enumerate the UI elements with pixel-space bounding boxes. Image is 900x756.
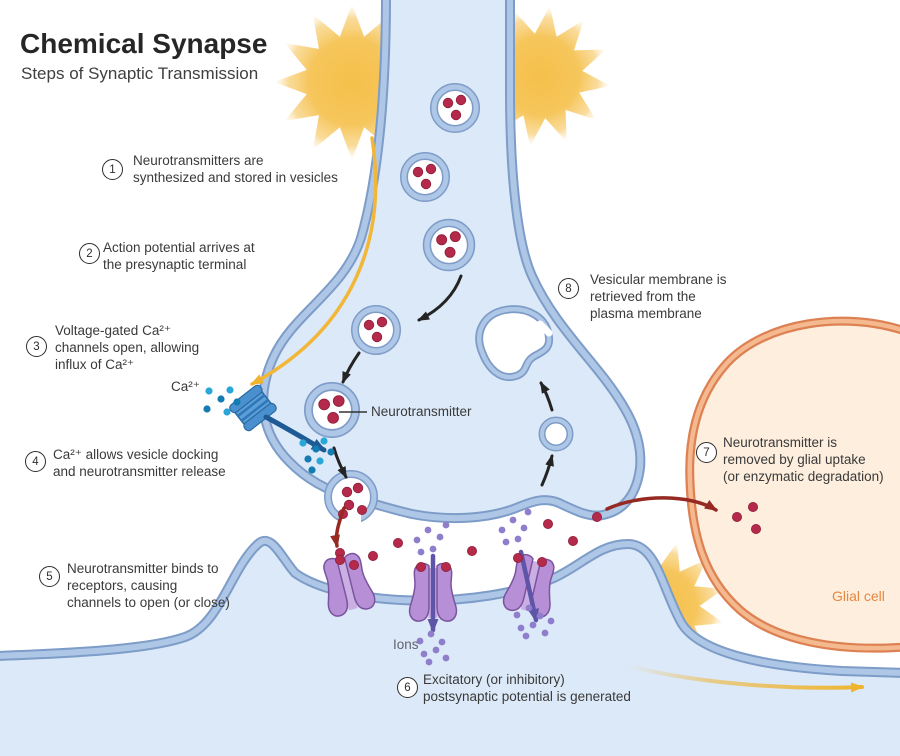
- step-2-number: 2: [79, 243, 100, 264]
- retrieved-vesicle: [475, 305, 554, 382]
- step-8-number: 8: [558, 278, 579, 299]
- calcium-label: Ca²⁺: [171, 379, 200, 394]
- neurotransmitter-dots: [334, 501, 762, 573]
- fused-vesicle: [324, 470, 378, 530]
- release-arrow: [330, 506, 346, 548]
- calcium-ions-inside: [299, 437, 335, 474]
- vesicle-cycle-arrows: [332, 274, 554, 487]
- vesicle-icon: [427, 223, 471, 267]
- step-4-number: 4: [25, 451, 46, 472]
- step-5-number: 5: [39, 566, 60, 587]
- step-7-number: 7: [696, 442, 717, 463]
- diagram-title: Chemical Synapse: [20, 28, 268, 59]
- glial-uptake-arrow: [605, 496, 718, 512]
- step-7-text: Neurotransmitter is removed by glial upt…: [723, 435, 884, 484]
- step-3-number: 3: [26, 336, 47, 357]
- step-3-text: Voltage-gated Ca²⁺ channels open, allowi…: [55, 323, 200, 372]
- vesicle-icon: [308, 386, 355, 433]
- calcium-ions-outside: [203, 386, 241, 416]
- ions-label: Ions: [393, 637, 419, 652]
- glial-cell: [685, 316, 900, 653]
- calcium-influx-arrow: [263, 414, 327, 453]
- vesicle-icon: [355, 309, 397, 351]
- recycling-vesicle: [538, 416, 574, 452]
- neurotransmitter-label: Neurotransmitter: [371, 404, 472, 419]
- diagram-subtitle: Steps of Synaptic Transmission: [21, 64, 259, 83]
- step-6-text: Excitatory (or inhibitory) postsynaptic …: [423, 672, 631, 704]
- step-1-number: 1: [102, 159, 123, 180]
- vesicle-icon: [434, 87, 476, 129]
- step-5-text: Neurotransmitter binds to receptors, cau…: [67, 561, 230, 610]
- step-6-number: 6: [397, 677, 418, 698]
- calcium-channel-icon: [229, 384, 277, 432]
- ion-flow-arrows: [427, 549, 540, 633]
- ion-dots: [413, 508, 555, 666]
- glial-cell-label: Glial cell: [832, 588, 885, 604]
- membrane-gap: [536, 320, 553, 337]
- step-4-text: Ca²⁺ allows vesicle docking and neurotra…: [53, 447, 226, 479]
- step-8-text: Vesicular membrane is retrieved from the…: [590, 272, 727, 321]
- action-potential-arrow: [250, 136, 378, 386]
- step-2-text: Action potential arrives at the presynap…: [103, 240, 255, 272]
- signal-propagation-arrow: [626, 664, 864, 693]
- vesicle-opening: [341, 514, 361, 530]
- vesicle-icon: [404, 156, 446, 198]
- step-1-text: Neurotransmitters are synthesized and st…: [133, 153, 338, 185]
